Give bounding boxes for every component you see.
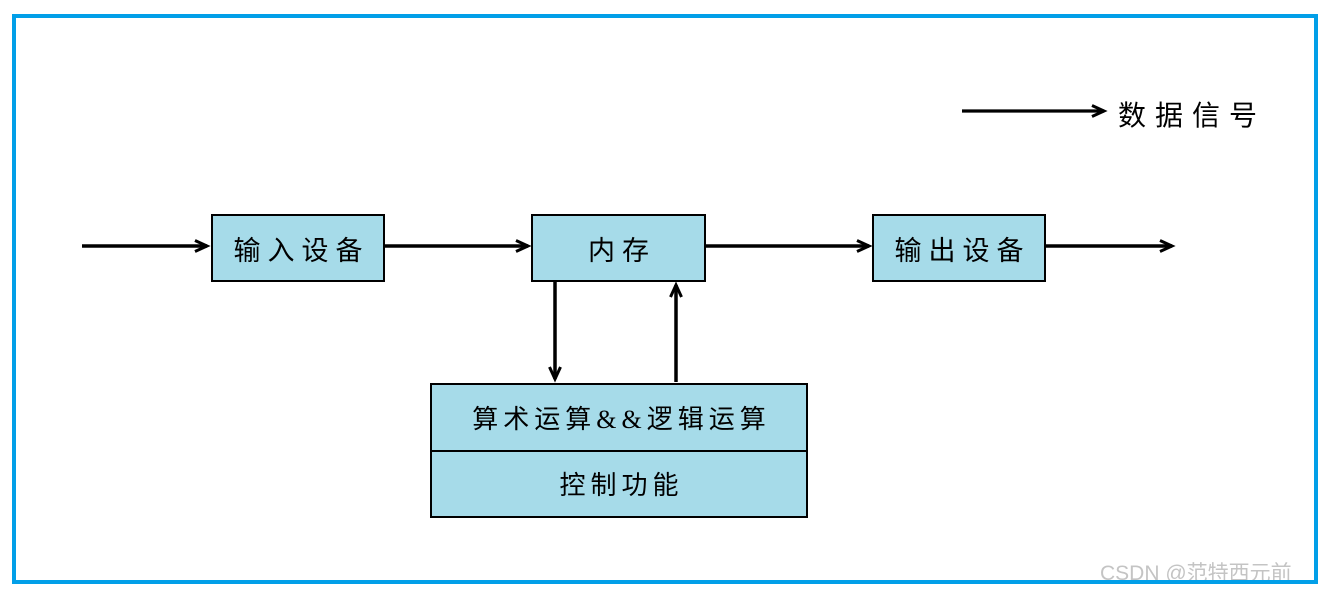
node-alu-section: 算术运算&&逻辑运算 (432, 385, 806, 452)
node-output-device: 输出设备 (872, 214, 1046, 282)
node-output-device-label: 输出设备 (894, 235, 1031, 266)
node-cpu: 算术运算&&逻辑运算 控制功能 (430, 383, 808, 518)
node-input-device: 输入设备 (211, 214, 385, 282)
node-input-device-label: 输入设备 (233, 235, 370, 266)
node-control-section: 控制功能 (432, 452, 806, 517)
node-memory: 内存 (531, 214, 706, 282)
node-control-label: 控制功能 (559, 471, 684, 501)
legend-label: 数据信号 (1118, 101, 1267, 132)
watermark-text: CSDN @范特西元前 (1100, 562, 1292, 585)
node-alu-label: 算术运算&&逻辑运算 (472, 404, 771, 434)
node-memory-label: 内存 (588, 235, 656, 266)
